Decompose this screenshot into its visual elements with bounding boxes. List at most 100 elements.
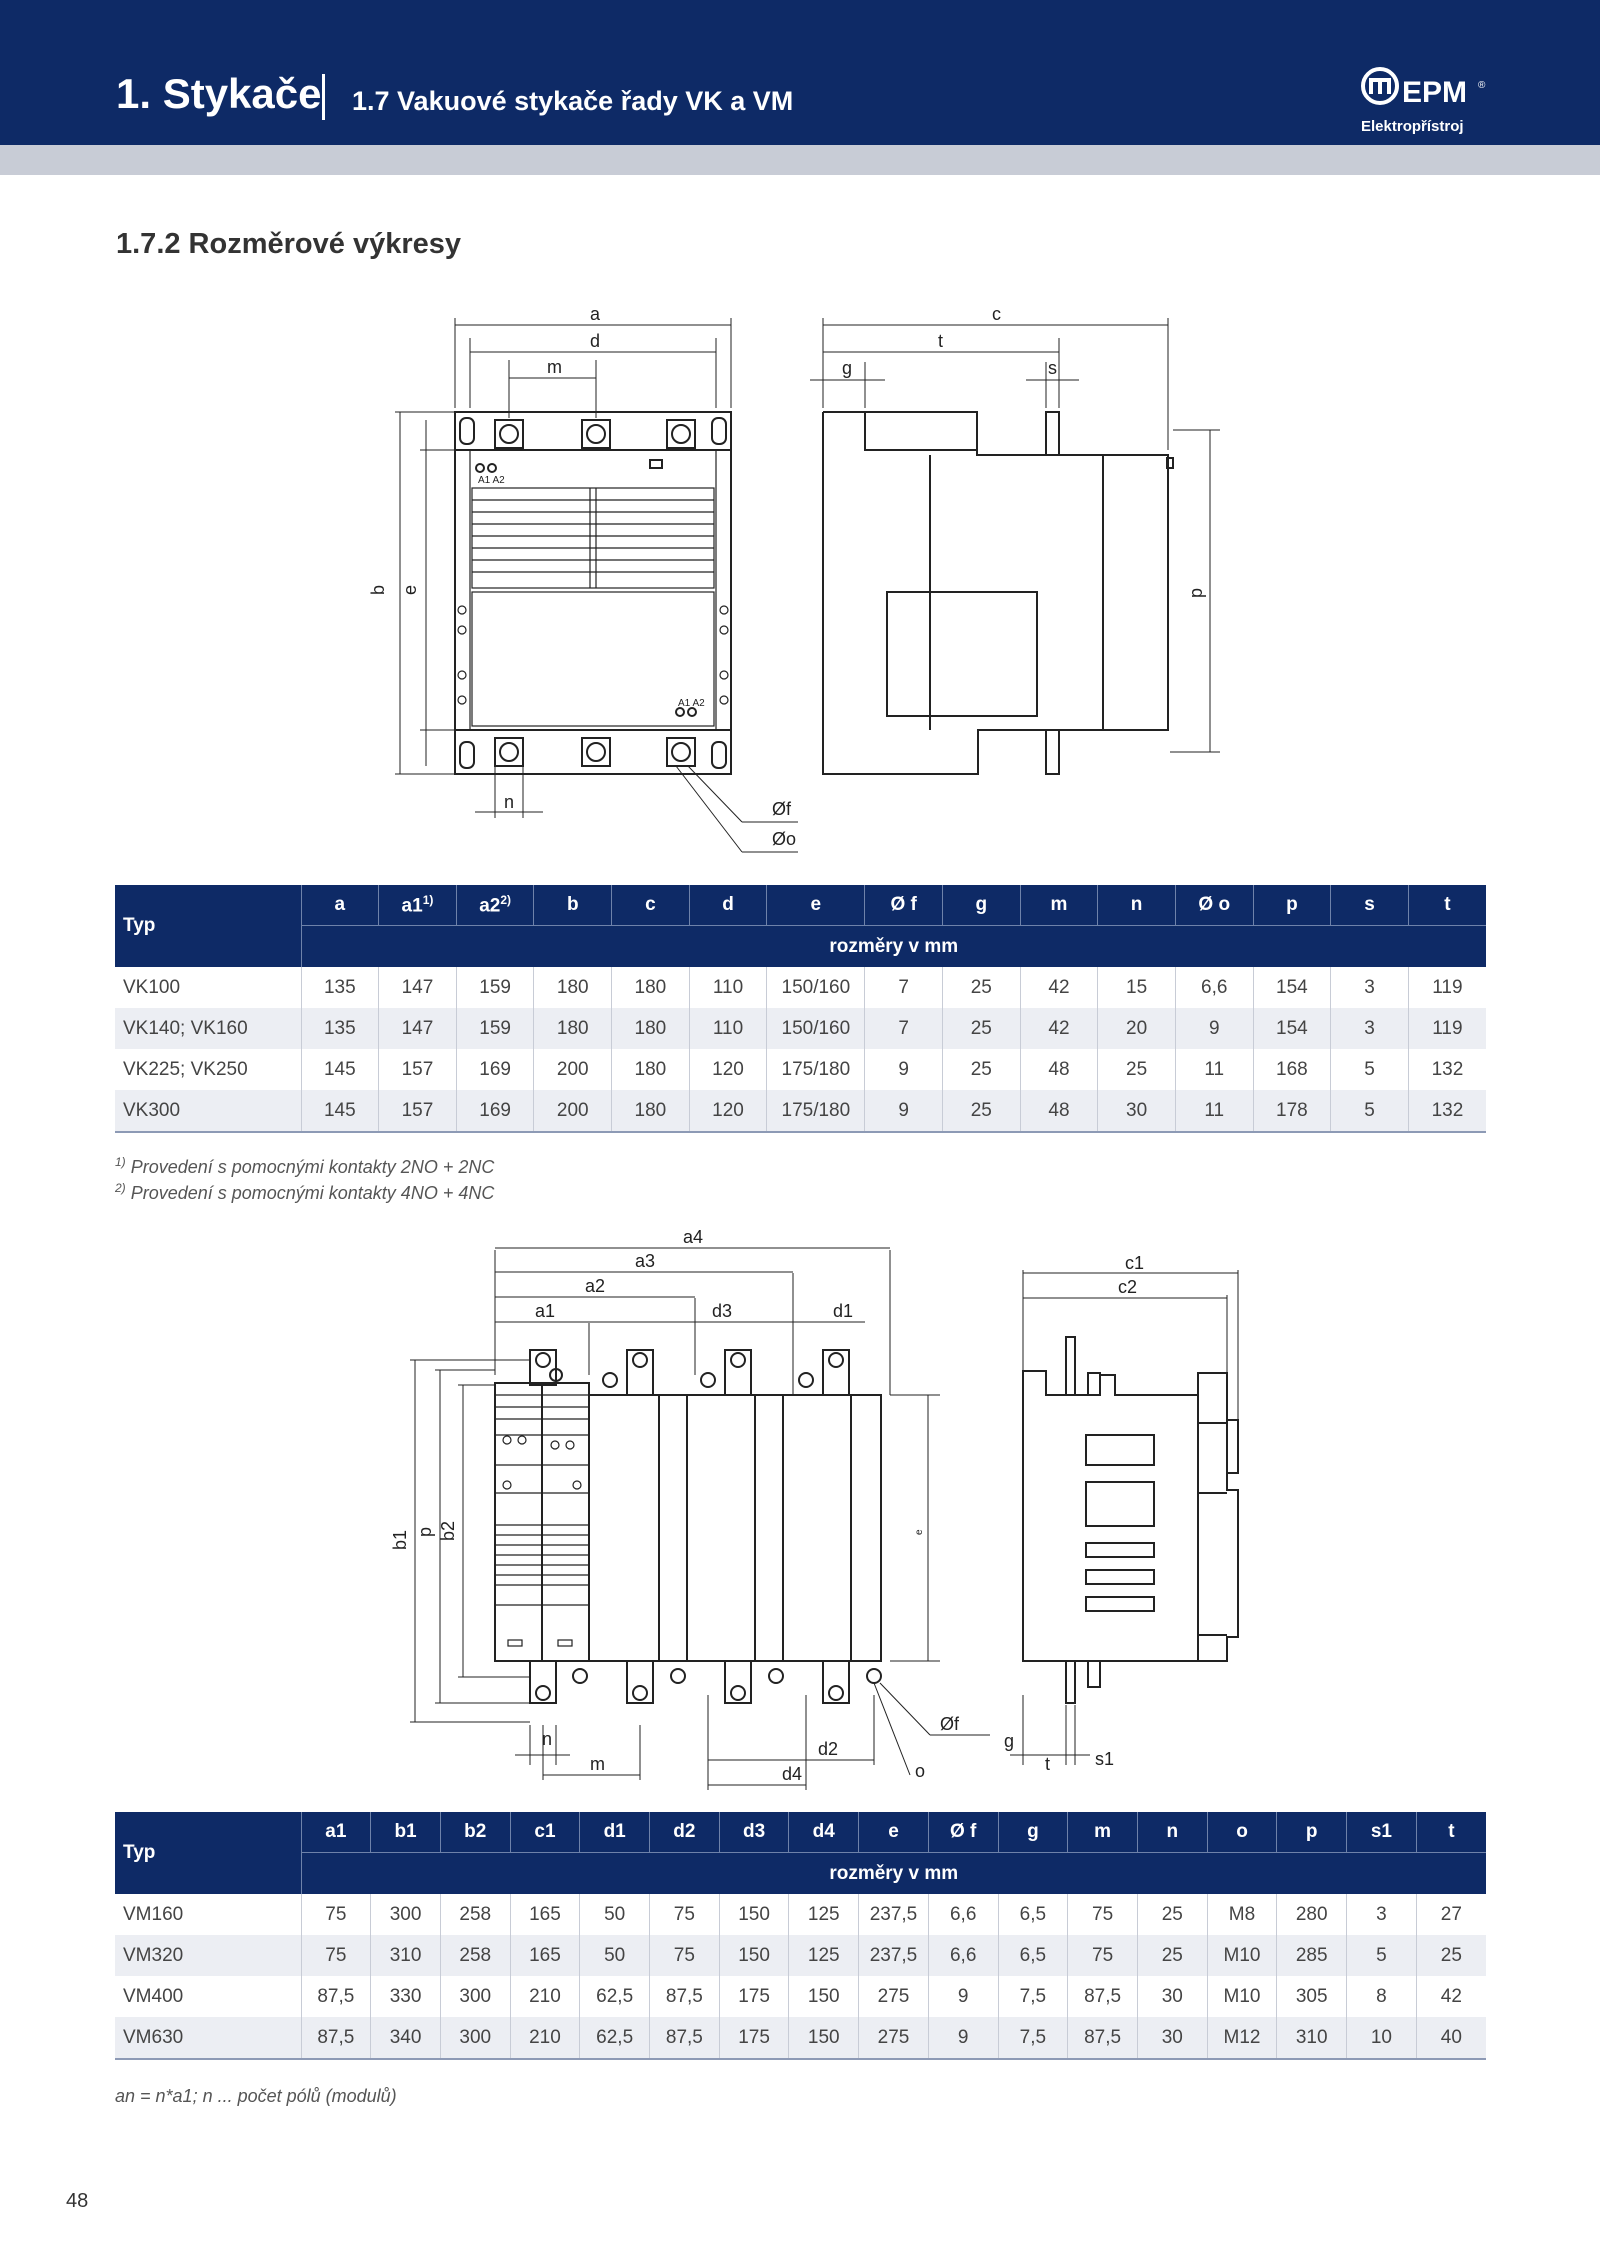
vm-dim-e: e	[914, 1529, 925, 1535]
row-name: VK140; VK160	[115, 1008, 301, 1049]
cell: 169	[455, 1049, 534, 1090]
cell: 5	[1346, 1935, 1417, 1976]
table-row: VM320 75 310 258 165 50 75 150 125 237,5…	[115, 1935, 1486, 1976]
cell: 310	[370, 1935, 441, 1976]
row-name: VM400	[115, 1976, 301, 2017]
cell: 180	[611, 967, 690, 1008]
vm-dim-d1: d1	[833, 1301, 853, 1321]
vk-dim-b: b	[370, 585, 388, 595]
cell: 147	[378, 967, 457, 1008]
cell: 280	[1276, 1894, 1347, 1935]
cell: 9	[927, 1976, 999, 2017]
table-row: VM400 87,5 330 300 210 62,5 87,5 175 150…	[115, 1976, 1486, 2017]
row-name: VK100	[115, 967, 301, 1008]
vm-dim-f: Øf	[940, 1714, 960, 1734]
cell: M10	[1206, 1935, 1277, 1976]
cell: 237,5	[858, 1894, 929, 1935]
cell: 6,6	[1174, 967, 1254, 1008]
vk-col-b: b	[533, 885, 612, 926]
cell: 285	[1276, 1935, 1347, 1976]
vk-dim-f: Øf	[772, 799, 792, 819]
cell: 15	[1097, 967, 1176, 1008]
cell: 168	[1252, 1049, 1331, 1090]
cell: 75	[1067, 1894, 1138, 1935]
cell: 10	[1346, 2017, 1417, 2060]
cell: 340	[370, 2017, 441, 2060]
cell: 75	[300, 1935, 371, 1976]
vk-coil-label-top: A1 A2	[478, 475, 505, 486]
cell: 305	[1276, 1976, 1347, 2017]
cell: 25	[941, 1090, 1021, 1133]
vm-dim-a4: a4	[683, 1227, 703, 1247]
cell: 75	[649, 1935, 720, 1976]
table-row: VM160 75 300 258 165 50 75 150 125 237,5…	[115, 1894, 1486, 1935]
cell: 5	[1330, 1090, 1409, 1133]
title-separator	[322, 74, 325, 120]
cell: 48	[1019, 1049, 1098, 1090]
vk-dimension-drawing: A1 A2 A1 A2 a d m b e n Øf Øo	[368, 300, 1230, 860]
vm-footnote: an = n*a1; n ... počet pólů (modulů)	[115, 2086, 397, 2106]
cell: 169	[455, 1090, 534, 1133]
cell: 310	[1276, 2017, 1347, 2060]
vm-col-o: o	[1206, 1812, 1277, 1853]
cell: 150	[788, 1976, 859, 2017]
vm-units-header: rozměry v mm	[300, 1852, 1486, 1894]
vk-dimension-table: Typ a a11) a22) b c d e Ø f g m n Ø o p …	[115, 885, 1486, 1133]
vm-dim-t: t	[1045, 1754, 1050, 1774]
cell: 165	[509, 1894, 580, 1935]
vm-dim-b1: b1	[390, 1530, 410, 1550]
vm-dim-p: p	[415, 1527, 435, 1537]
cell: 150	[718, 1894, 789, 1935]
cell: 180	[611, 1008, 690, 1049]
vm-dimension-drawing: a4 a3 a2 a1 d3 d1 b1 p b2 e n m d2 d4 Øf…	[390, 1225, 1270, 1790]
vk-dim-m: m	[547, 357, 562, 377]
chapter-title: 1. Stykače	[116, 70, 322, 117]
cell: 275	[858, 1976, 929, 2017]
vm-col-e: e	[858, 1812, 929, 1853]
header-subbar	[0, 145, 1600, 175]
cell: 8	[1346, 1976, 1417, 2017]
section-title: 1.7.2 Rozměrové výkresy	[116, 228, 461, 260]
vm-dim-s1: s1	[1095, 1749, 1114, 1769]
cell: 180	[533, 967, 612, 1008]
cell: 175	[718, 2017, 789, 2060]
vm-col-a1: a1	[300, 1812, 371, 1853]
cell: 75	[1067, 1935, 1138, 1976]
vm-dimension-table: Typ a1 b1 b2 c1 d1 d2 d3 d4 e Ø f g m n …	[115, 1812, 1486, 2060]
cell: 145	[300, 1090, 379, 1133]
cell: M8	[1206, 1894, 1277, 1935]
vk-col-a: a	[300, 885, 379, 926]
cell: 180	[611, 1090, 690, 1133]
cell: 9	[864, 1049, 943, 1090]
vm-dim-d4: d4	[782, 1764, 802, 1784]
cell: 87,5	[649, 2017, 720, 2060]
vm-dim-c2: c2	[1118, 1277, 1137, 1297]
vk-units-header: rozměry v mm	[300, 925, 1486, 967]
cell: 3	[1346, 1894, 1417, 1935]
cell: 62,5	[579, 2017, 650, 2060]
row-name: VK225; VK250	[115, 1049, 301, 1090]
vm-col-t: t	[1415, 1812, 1486, 1853]
vm-dim-n: n	[542, 1729, 552, 1749]
vk-type-header: Typ	[115, 885, 301, 967]
vm-col-f: Ø f	[927, 1812, 999, 1853]
cell: 50	[579, 1935, 650, 1976]
cell: 300	[439, 1976, 511, 2017]
cell: 150/160	[766, 1008, 865, 1049]
cell: 7	[864, 1008, 943, 1049]
cell: 175	[718, 1976, 789, 2017]
cell: 150	[718, 1935, 789, 1976]
cell: 87,5	[300, 1976, 371, 2017]
cell: 145	[300, 1049, 379, 1090]
cell: 11	[1174, 1090, 1254, 1133]
vm-col-d3: d3	[718, 1812, 789, 1853]
logo-registered: ®	[1478, 80, 1486, 91]
cell: 42	[1019, 967, 1098, 1008]
vm-dim-c1: c1	[1125, 1253, 1144, 1273]
vk-coil-label-bottom: A1 A2	[678, 698, 705, 709]
logo-subtext: Elektropřístroj	[1361, 118, 1464, 135]
cell: 157	[378, 1090, 457, 1133]
cell: 7,5	[997, 1976, 1068, 2017]
cell: 50	[579, 1894, 650, 1935]
cell: 30	[1097, 1090, 1176, 1133]
